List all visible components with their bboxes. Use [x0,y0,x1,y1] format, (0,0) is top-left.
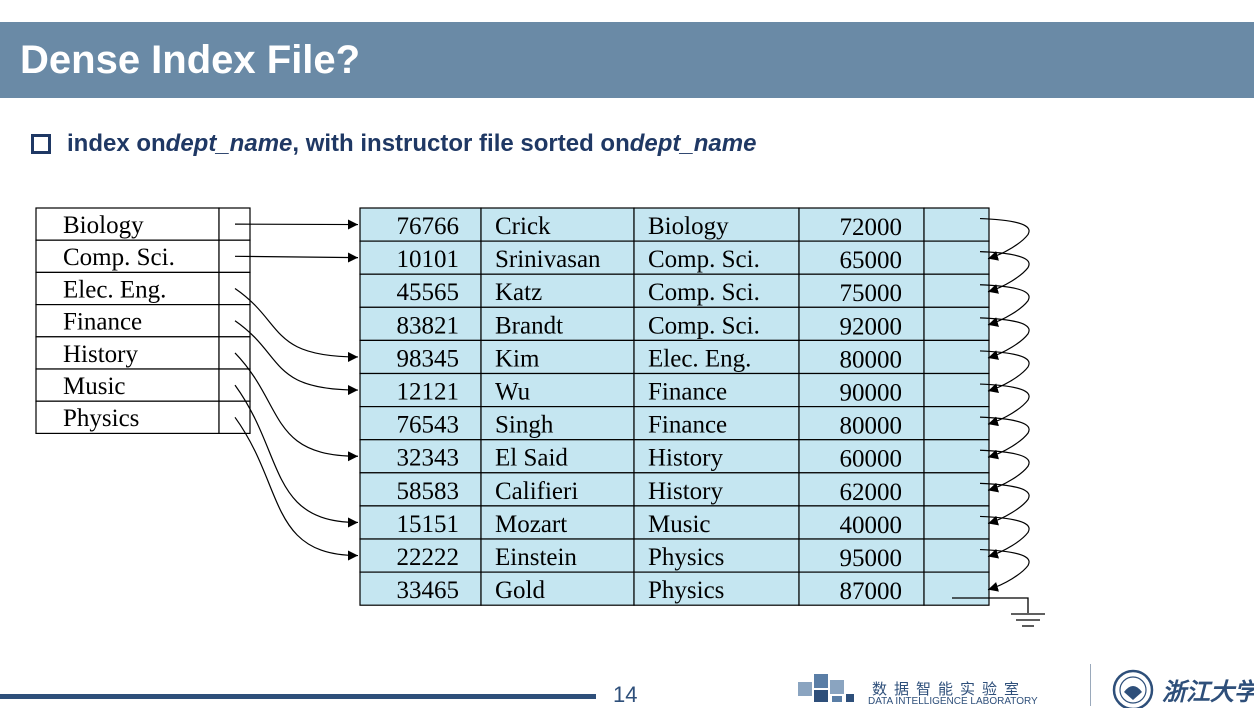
record-dept: Biology [648,213,729,240]
record-id: 32343 [397,445,460,472]
logo-divider [1090,664,1091,706]
record-cell [924,340,989,373]
record-name: Einstein [495,544,577,571]
record-dept: Physics [648,577,724,604]
index-pointer-arrow [235,417,358,555]
index-pointer-cell [219,272,250,304]
record-salary: 72000 [840,214,903,241]
record-cell [924,572,989,605]
index-entry-label: Physics [63,405,139,432]
index-pointers [235,224,358,555]
record-name: Singh [495,412,554,439]
record-salary: 40000 [840,512,903,539]
record-id: 76766 [397,213,460,240]
index-entry-label: Elec. Eng. [63,276,166,303]
record-name: Srinivasan [495,246,601,273]
record-salary: 62000 [840,479,903,506]
record-dept: Physics [648,544,724,571]
index-pointer-arrow [235,289,358,357]
record-id: 22222 [397,544,460,571]
record-salary: 80000 [840,346,903,373]
index-pointer-arrow [235,353,358,456]
record-cell [924,241,989,274]
record-id: 98345 [397,345,460,372]
record-cell [924,473,989,506]
index-pointer-arrow [235,385,358,522]
lab-logo-icon [796,668,856,704]
record-salary: 80000 [840,413,903,440]
index-entry-label: Biology [63,212,144,239]
record-dept: Finance [648,379,727,406]
index-entry-label: History [63,341,139,368]
record-name: Gold [495,577,546,604]
record-name: Brandt [495,312,563,339]
university-seal-icon [1110,668,1156,708]
index-pointer-arrow [235,256,358,257]
record-cell [924,374,989,407]
record-name: El Said [495,445,568,472]
footer-line [0,694,596,699]
record-dept: Comp. Sci. [648,312,760,339]
lab-name-en: DATA INTELLIGENCE LABORATORY [868,696,1038,707]
index-pointer-cell [219,369,250,401]
record-salary: 75000 [840,280,903,307]
record-cell [924,307,989,340]
record-id: 15151 [397,511,460,538]
record-cell [924,407,989,440]
record-dept: History [648,445,724,472]
record-id: 33465 [397,577,460,604]
record-cell [924,274,989,307]
record-name: Katz [495,279,542,306]
index-entry-label: Finance [63,309,142,336]
record-dept: Comp. Sci. [648,246,760,273]
record-cell [924,440,989,473]
record-name: Califieri [495,478,578,505]
record-salary: 65000 [840,247,903,274]
index-pointer-arrow [235,321,358,390]
record-dept: Finance [648,412,727,439]
record-salary: 92000 [840,313,903,340]
record-dept: History [648,478,724,505]
index-entry-label: Comp. Sci. [63,244,175,271]
index-entry-label: Music [63,373,126,400]
record-salary: 60000 [840,446,903,473]
record-id: 45565 [397,279,460,306]
index-pointer-cell [219,305,250,337]
record-cell [924,506,989,539]
record-dept: Comp. Sci. [648,279,760,306]
record-salary: 90000 [840,380,903,407]
university-name: 浙江大学 [1162,672,1254,707]
record-id: 83821 [397,312,460,339]
record-salary: 95000 [840,545,903,572]
record-id: 76543 [397,412,460,439]
index-pointer-cell [219,401,250,433]
record-name: Mozart [495,511,567,538]
record-salary: 87000 [840,578,903,605]
record-name: Wu [495,379,531,406]
page-number: 14 [613,682,637,708]
record-dept: Elec. Eng. [648,345,751,372]
record-cell [924,539,989,572]
record-name: Kim [495,345,540,372]
record-id: 58583 [397,478,460,505]
record-id: 12121 [397,379,460,406]
record-id: 10101 [397,246,460,273]
record-cell [924,208,989,241]
record-name: Crick [495,213,551,240]
record-dept: Music [648,511,711,538]
